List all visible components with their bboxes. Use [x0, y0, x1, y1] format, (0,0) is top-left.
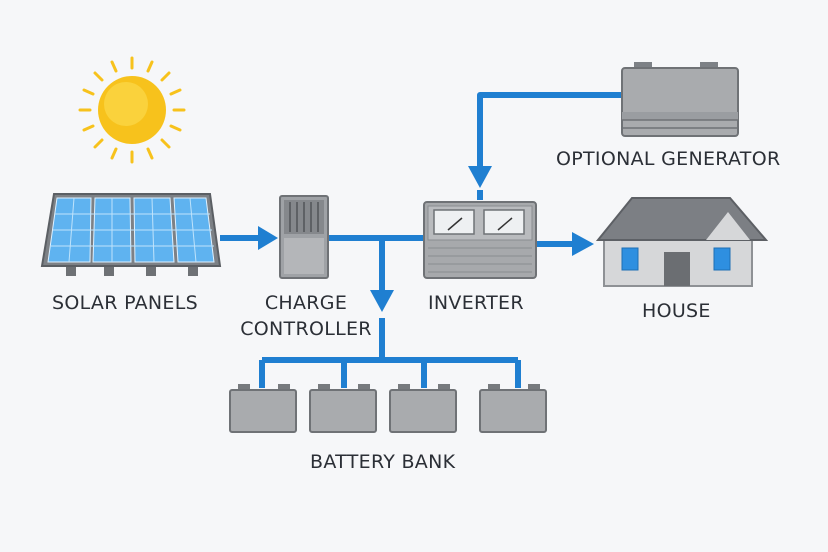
house-label: HOUSE	[642, 300, 711, 322]
sun-icon	[78, 56, 186, 164]
charge-controller-label-line2: CONTROLLER	[240, 318, 372, 340]
wire-arrows	[258, 166, 594, 312]
battery-icon	[479, 384, 547, 433]
battery-icon	[389, 384, 457, 433]
battery-bank	[229, 384, 547, 433]
house-icon	[595, 197, 769, 287]
wiring	[220, 92, 622, 388]
generator-icon	[621, 62, 739, 137]
inverter-icon	[423, 201, 537, 279]
inverter-label: INVERTER	[428, 292, 524, 314]
battery-icon	[309, 384, 377, 433]
battery-icon	[229, 384, 297, 433]
battery-bank-label: BATTERY BANK	[310, 451, 456, 473]
charge-controller-label-line1: CHARGE	[264, 292, 348, 314]
solar-panels-label: SOLAR PANELS	[52, 292, 198, 314]
solar-panel-icon	[40, 193, 222, 276]
optional-generator-label: OPTIONAL GENERATOR	[556, 148, 781, 170]
charge-controller-icon	[279, 195, 329, 279]
